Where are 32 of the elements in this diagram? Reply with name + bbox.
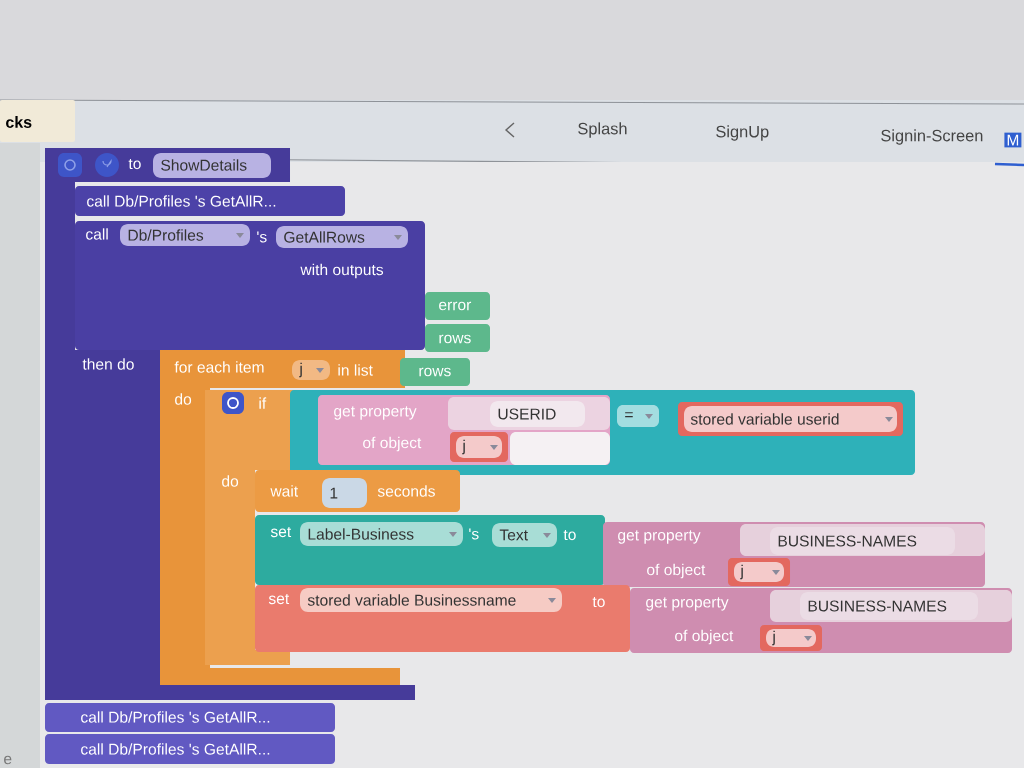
variable-block: rows — [400, 358, 470, 386]
collapsed-block: call Db/Profiles 's GetAllR... — [75, 186, 345, 216]
number-field: 1 — [322, 478, 367, 508]
dropdown-field: GetAllRows — [276, 226, 408, 248]
text-field: USERID — [490, 401, 585, 427]
tab: cks — [0, 100, 75, 142]
collapsed-block: call Db/Profiles 's GetAllR... — [45, 734, 335, 764]
variable-block: j — [450, 432, 508, 462]
dropdown-field: stored variable Businessname — [300, 588, 562, 612]
node-label: call Db/Profiles 's GetAllR... — [81, 743, 270, 755]
node-label: call Db/Profiles 's GetAllR... — [81, 711, 270, 723]
text-field: ShowDetails — [153, 153, 271, 178]
collapsed-block: call Db/Profiles 's GetAllR... — [45, 703, 335, 732]
text-field: BUSINESS-NAMES — [770, 527, 955, 555]
sidebar-text: e — [4, 755, 12, 765]
node-label: get property — [646, 597, 729, 611]
variable-block: stored variable userid — [678, 402, 903, 436]
dropdown-field: Db/Profiles — [120, 224, 250, 246]
node-label: of object — [647, 563, 706, 579]
tab-label: Signin-Screen — [881, 129, 983, 145]
dropdown-field: Text — [492, 523, 557, 547]
tab-label: SignUp — [716, 125, 769, 141]
dropdown-field: Label-Business — [300, 522, 463, 546]
node-label: get property — [618, 530, 701, 544]
node-label: of object — [675, 629, 734, 645]
tab-label: Splash — [578, 122, 627, 138]
text-field: BUSINESS-NAMES — [800, 592, 978, 620]
output-block: error — [425, 292, 490, 320]
variable-block: j — [760, 625, 822, 651]
output-block: rows — [425, 324, 490, 352]
variable-block: j — [728, 558, 790, 586]
dropdown-field: j — [292, 360, 330, 380]
